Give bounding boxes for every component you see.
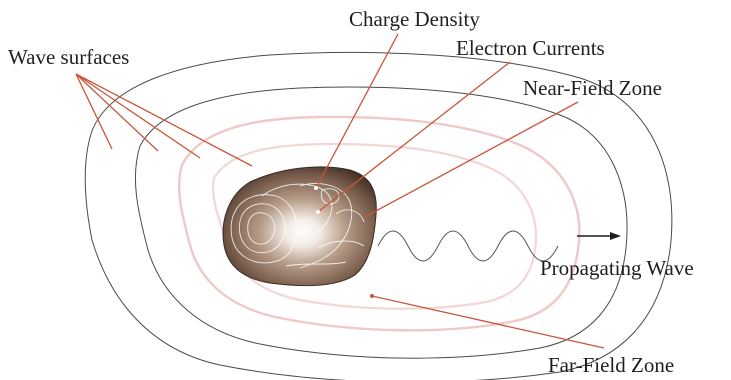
leader-line-charge-density [316,34,398,188]
wave-surface-outer-1 [85,52,672,380]
leader-line-electron-currents [318,62,510,212]
label-charge-density: Charge Density [349,9,480,30]
leader-lines-wave-surfaces [76,74,252,166]
charge-density-marker [314,186,318,190]
label-far-field-zone: Far-Field Zone [548,355,674,376]
leader-line-far-field [372,296,604,348]
propagating-wave [378,231,558,261]
electron-currents-marker [316,210,320,214]
label-electron-currents: Electron Currents [456,38,605,59]
arrow-right-icon [577,232,621,240]
label-propagating-wave: Propagating Wave [540,258,694,279]
far-field-marker [370,294,374,298]
label-near-field-zone: Near-Field Zone [523,78,662,99]
wave-surface-outer-2 [135,87,627,358]
label-wave-surfaces: Wave surfaces [8,47,129,68]
